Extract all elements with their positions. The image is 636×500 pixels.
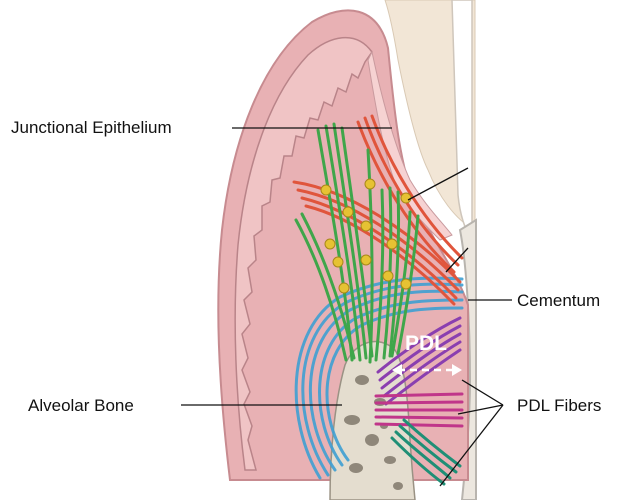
junctional-epithelium-label: Junctional Epithelium — [11, 119, 172, 136]
alveolar-bone-label: Alveolar Bone — [28, 397, 134, 414]
pdl-label: PDL — [405, 333, 447, 354]
cementum-label: Cementum — [517, 292, 600, 309]
pdl-fibers-label: PDL Fibers — [517, 397, 601, 414]
